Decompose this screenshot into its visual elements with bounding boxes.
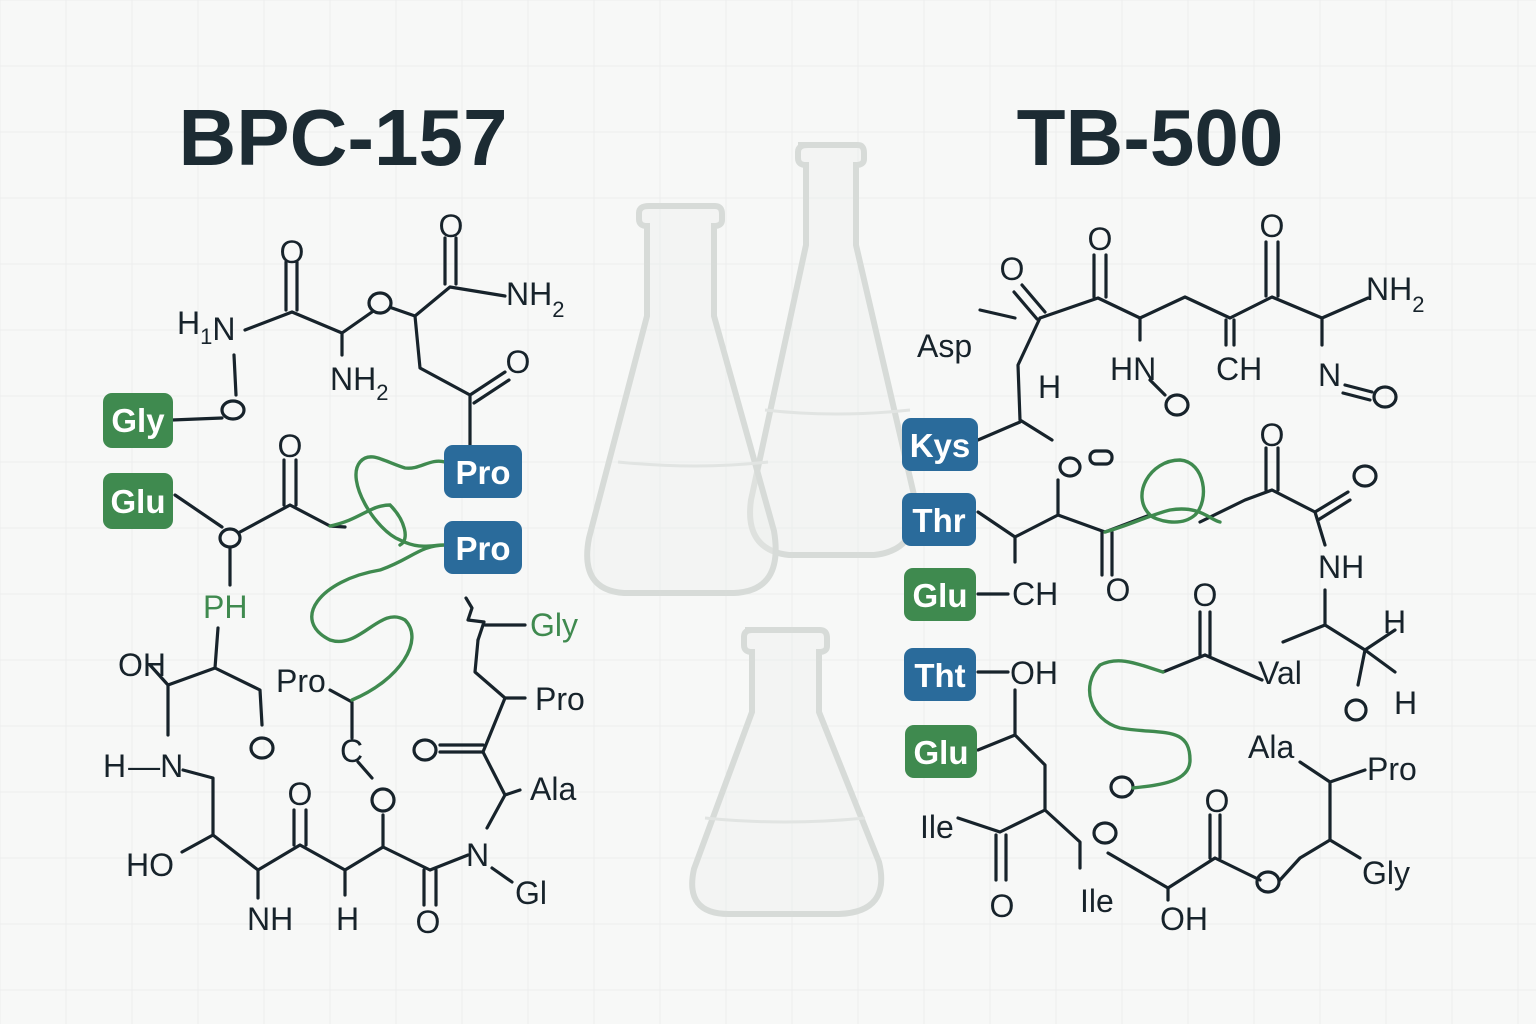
svg-text:Ile: Ile xyxy=(920,809,954,845)
svg-text:H: H xyxy=(1394,685,1417,721)
svg-text:Pro: Pro xyxy=(276,663,326,699)
svg-text:Gly: Gly xyxy=(530,607,578,643)
svg-text:C: C xyxy=(340,733,363,769)
svg-text:Glu: Glu xyxy=(111,483,166,520)
svg-text:HO: HO xyxy=(126,847,174,883)
svg-text:CH: CH xyxy=(1216,351,1262,387)
svg-text:HN: HN xyxy=(1110,351,1156,387)
svg-text:Val: Val xyxy=(1258,655,1302,691)
oxygen-labels: O O O O O O xyxy=(278,208,531,940)
tag-pro-2: Pro xyxy=(444,521,522,574)
svg-text:Glu: Glu xyxy=(913,577,968,614)
svg-text:NH: NH xyxy=(1318,549,1364,585)
svg-text:O: O xyxy=(1088,221,1113,257)
atom-labels: H1N NH2 NH2 PH OH H—N HO NH H Pro C Gly … xyxy=(103,276,585,937)
svg-text:OH: OH xyxy=(1010,655,1058,691)
svg-text:H: H xyxy=(1038,369,1061,405)
svg-text:O: O xyxy=(1205,783,1230,819)
bpc-157-structure: O O O O O O Gly Glu Pro Pro H1N NH2 xyxy=(103,208,585,940)
erlenmeyer-flask-icon xyxy=(689,627,885,917)
svg-text:Glu: Glu xyxy=(914,734,969,771)
erlenmeyer-flask-icon xyxy=(584,203,779,596)
svg-text:O: O xyxy=(278,428,303,464)
svg-text:Thr: Thr xyxy=(912,502,965,539)
tb-500-structure: O O O O O O O O Kys Thr Glu Tht xyxy=(902,208,1424,937)
tag-gly: Gly xyxy=(103,393,173,448)
erlenmeyer-flask-icon xyxy=(747,142,919,558)
tag-glu-2: Glu xyxy=(905,725,977,778)
svg-text:Pro: Pro xyxy=(535,681,585,717)
svg-text:Ala: Ala xyxy=(530,771,576,807)
svg-text:Gl: Gl xyxy=(515,875,547,911)
tag-glu: Glu xyxy=(103,473,173,529)
svg-text:OH: OH xyxy=(118,647,166,683)
svg-text:Gly: Gly xyxy=(111,402,165,439)
svg-text:H: H xyxy=(336,901,359,937)
svg-text:N: N xyxy=(466,837,489,873)
svg-text:PH: PH xyxy=(203,589,247,625)
tb-500-title: TB-500 xyxy=(1017,93,1284,182)
tag-pro-1: Pro xyxy=(444,445,522,498)
svg-text:Pro: Pro xyxy=(455,530,510,567)
svg-text:O: O xyxy=(280,234,305,270)
svg-text:O: O xyxy=(1106,572,1131,608)
svg-text:Gly: Gly xyxy=(1362,855,1410,891)
svg-text:Asp: Asp xyxy=(917,328,972,364)
svg-text:NH2: NH2 xyxy=(506,276,564,322)
svg-text:O: O xyxy=(1260,417,1285,453)
oxygen-atoms xyxy=(1058,385,1398,894)
svg-text:Pro: Pro xyxy=(1367,751,1417,787)
svg-text:H—N: H—N xyxy=(103,748,183,784)
svg-text:O: O xyxy=(990,888,1015,924)
svg-text:NH2: NH2 xyxy=(1366,271,1424,317)
svg-text:O: O xyxy=(439,208,464,244)
svg-text:H: H xyxy=(1383,604,1406,640)
svg-text:NH: NH xyxy=(247,901,293,937)
svg-text:O: O xyxy=(506,344,531,380)
svg-text:Kys: Kys xyxy=(910,427,971,464)
svg-text:Tht: Tht xyxy=(914,657,965,694)
tag-thr: Thr xyxy=(902,493,976,546)
svg-text:Ile: Ile xyxy=(1080,883,1114,919)
oxygen-labels: O O O O O O O O xyxy=(990,208,1285,924)
svg-text:OH: OH xyxy=(1160,901,1208,937)
svg-text:O: O xyxy=(1193,577,1218,613)
peptide-chain-curve xyxy=(1088,659,1192,790)
svg-text:O: O xyxy=(416,904,441,940)
atom-labels: Asp H HN CH NH2 N CH OH NH Val H H Ala P… xyxy=(917,271,1424,937)
tag-tht: Tht xyxy=(904,648,976,701)
tag-glu-1: Glu xyxy=(904,568,976,621)
svg-text:N: N xyxy=(1318,357,1341,393)
svg-text:H1N: H1N xyxy=(177,305,235,349)
svg-text:O: O xyxy=(288,776,313,812)
peptide-chain-link xyxy=(328,503,407,547)
svg-text:Pro: Pro xyxy=(455,454,510,491)
peptide-chain-curve xyxy=(310,455,447,702)
svg-text:O: O xyxy=(1000,251,1025,287)
peptide-chain-loop xyxy=(1103,458,1222,534)
svg-text:NH2: NH2 xyxy=(330,361,388,405)
svg-text:Ala: Ala xyxy=(1248,729,1294,765)
svg-text:CH: CH xyxy=(1012,576,1058,612)
svg-text:O: O xyxy=(1260,208,1285,244)
bonds xyxy=(956,240,1397,902)
oxygen-atoms xyxy=(218,291,438,813)
tag-kys: Kys xyxy=(902,418,978,471)
bonds xyxy=(148,236,527,907)
bpc-157-title: BPC-157 xyxy=(178,93,507,182)
